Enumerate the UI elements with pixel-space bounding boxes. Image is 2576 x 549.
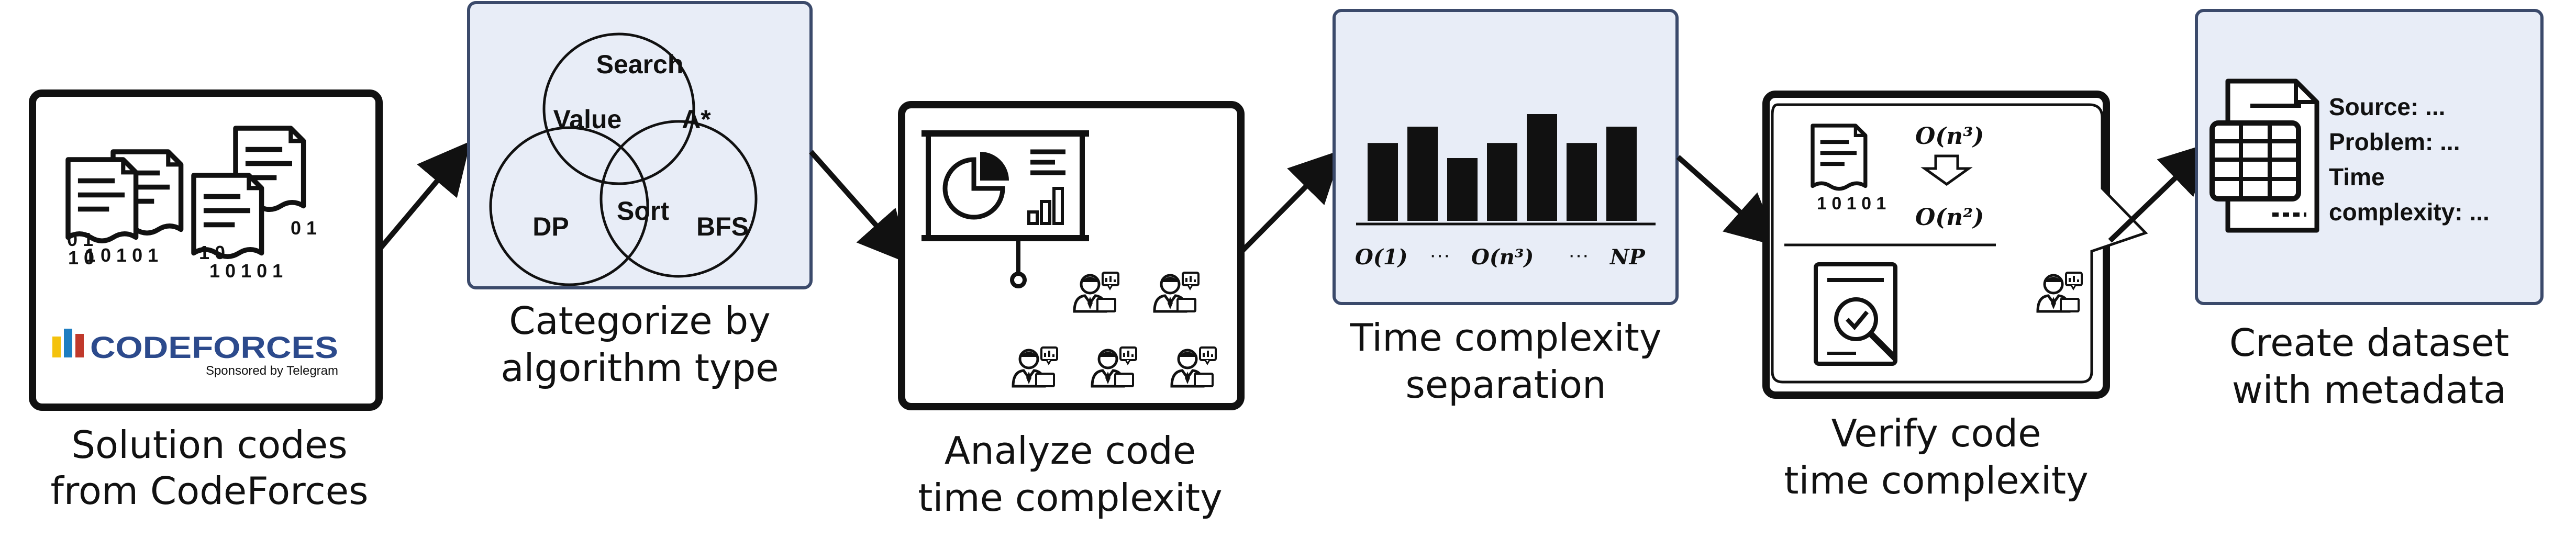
code-document-icon — [1813, 126, 1866, 189]
svg-text:1 0: 1 0 — [199, 242, 225, 263]
spreadsheet-file-icon — [2209, 79, 2319, 233]
step-6-caption-line1: Create dataset — [2229, 321, 2509, 365]
step-5-panel: 1 0 1 0 1 O(n³) O(n²) Verify code time c… — [1762, 91, 2148, 502]
verify-top-complexity: O(n³) — [1915, 123, 1984, 150]
logo-bar-yellow — [52, 337, 61, 357]
arrow-5 — [2108, 142, 2213, 243]
arrow-2 — [809, 150, 911, 264]
verify-bottom-complexity: O(n²) — [1915, 204, 1984, 231]
step-4-caption-line1: Time complexity — [1349, 316, 1661, 360]
histogram-bar — [1527, 114, 1557, 221]
codeforces-tagline: Sponsored by Telegram — [206, 364, 338, 378]
codeforces-logo-icon — [52, 329, 84, 357]
step-3-caption-line1: Analyze code — [945, 429, 1196, 473]
svg-text:1 0 1 0 1: 1 0 1 0 1 — [85, 244, 158, 266]
histogram-bar — [1447, 158, 1478, 221]
histogram-ellipsis-2: ··· — [1568, 243, 1589, 266]
step-1-caption-line1: Solution codes — [71, 423, 347, 467]
venn-label-value: Value — [553, 105, 622, 134]
step-2-caption-line1: Categorize by — [509, 299, 771, 343]
metadata-problem: Problem: ... — [2329, 128, 2460, 155]
histogram-ellipsis-1: ··· — [1429, 243, 1450, 266]
histogram-bar — [1407, 127, 1438, 221]
venn-circle-left — [489, 126, 649, 286]
histogram-label-o1: O(1) — [1355, 245, 1408, 270]
svg-text:0 1: 0 1 — [67, 229, 93, 250]
venn-circle-right — [599, 120, 758, 278]
step-2-caption-line2: algorithm type — [501, 346, 779, 390]
metadata-source: Source: ... — [2329, 93, 2445, 120]
step-5-caption-line1: Verify code — [1831, 411, 2041, 455]
svg-text:1 0: 1 0 — [68, 247, 94, 268]
arrow-3 — [1240, 149, 1343, 253]
presentation-board-icon — [921, 130, 1089, 288]
venn-label-bfs: BFS — [696, 212, 749, 241]
metadata-complexity: complexity: ... — [2329, 198, 2490, 226]
metadata-time: Time — [2329, 163, 2385, 191]
svg-text:1 0 1 0 1: 1 0 1 0 1 — [209, 260, 283, 282]
binary-digits: 0 1 1 0 1 0 1 0 1 0 1 1 0 1 0 1 0 1 — [67, 217, 317, 282]
step-6-panel: Source: ... Problem: ... Time complexity… — [2195, 9, 2544, 412]
venn-label-astar: A* — [682, 105, 711, 134]
arrow-1 — [378, 141, 471, 251]
step-4-panel: O(1) ··· O(n³) ··· NP Time complexity se… — [1333, 9, 1679, 407]
histogram-label-on3: O(n³) — [1471, 245, 1534, 270]
histogram-label-np: NP — [1609, 245, 1646, 270]
step-3-panel: Analyze code time complexity — [898, 101, 1245, 520]
verified-report-icon — [1814, 262, 1898, 366]
step-5-caption-line2: time complexity — [1784, 458, 2089, 502]
logo-bar-red — [75, 334, 84, 357]
histogram-bar — [1567, 143, 1597, 221]
arrow-4 — [1676, 155, 1779, 247]
svg-text:0 1: 0 1 — [291, 217, 317, 239]
venn-diagram — [489, 32, 758, 286]
complexity-histogram — [1368, 114, 1637, 221]
verify-binary-digits: 1 0 1 0 1 — [1817, 194, 1886, 214]
step-6-caption-line2: with metadata — [2232, 368, 2507, 412]
step-3-caption-line2: time complexity — [918, 476, 1223, 520]
venn-label-sort: Sort — [617, 196, 669, 226]
histogram-bar — [1606, 127, 1637, 221]
venn-circle-top — [542, 32, 695, 185]
step-4-caption-line2: separation — [1405, 363, 1606, 407]
venn-label-search: Search — [596, 50, 684, 79]
venn-label-dp: DP — [532, 212, 569, 241]
histogram-bar — [1487, 143, 1517, 221]
logo-bar-blue — [64, 329, 72, 357]
down-arrow-icon — [1920, 154, 1973, 186]
step-2-panel: Search Value A* DP Sort BFS Categorize b… — [467, 1, 813, 390]
step-1-caption-line2: from CodeForces — [50, 469, 368, 513]
codeforces-logo-text: CODEFORCES — [90, 331, 338, 365]
histogram-bar — [1368, 143, 1398, 221]
step-1-panel: 0 1 1 0 1 0 1 0 1 0 1 1 0 1 0 1 0 1 CODE… — [29, 89, 383, 513]
